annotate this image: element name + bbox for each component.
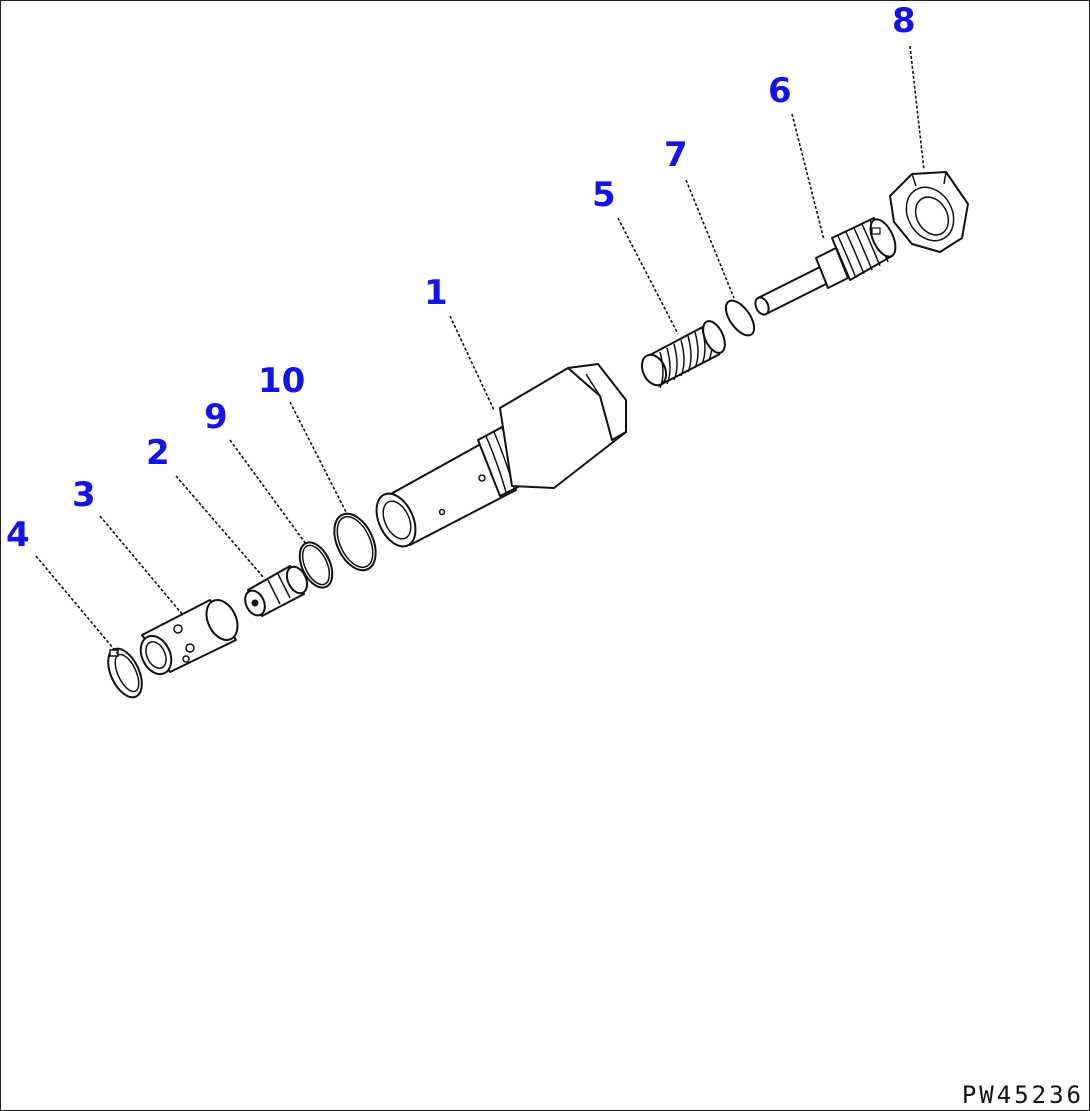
drawing-id-label: PW45236 [961,1081,1084,1109]
part-sleeve [139,599,239,676]
part-adjusting-screw [754,217,897,316]
part-spool [244,565,309,617]
callout-9: 9 [204,397,228,437]
callout-8: 8 [892,1,916,41]
callout-6: 6 [768,71,792,111]
leader-9 [229,439,307,545]
callout-10: 10 [258,361,305,401]
part-o-ring-small [298,541,334,589]
part-lock-nut [889,171,969,253]
leader-7 [685,179,735,299]
callout-1: 1 [424,273,448,313]
part-snap-ring [107,647,143,699]
callout-5: 5 [592,175,616,215]
callout-4: 4 [6,515,30,555]
callout-7: 7 [664,135,688,175]
part-o-ring-large [333,512,377,572]
leader-3 [99,515,183,615]
leader-lines [35,45,925,655]
callout-3: 3 [72,475,96,515]
callout-numbers: 4 3 2 9 10 1 5 7 6 8 [6,1,916,555]
leader-6 [791,113,825,241]
leader-8 [909,45,925,171]
leader-2 [175,475,265,579]
part-spring [640,320,726,389]
part-body [375,363,627,548]
leader-10 [289,401,347,513]
leader-5 [617,217,679,335]
part-disc [724,299,756,337]
callout-2: 2 [146,433,170,473]
leader-1 [449,315,495,411]
leader-4 [35,555,119,655]
